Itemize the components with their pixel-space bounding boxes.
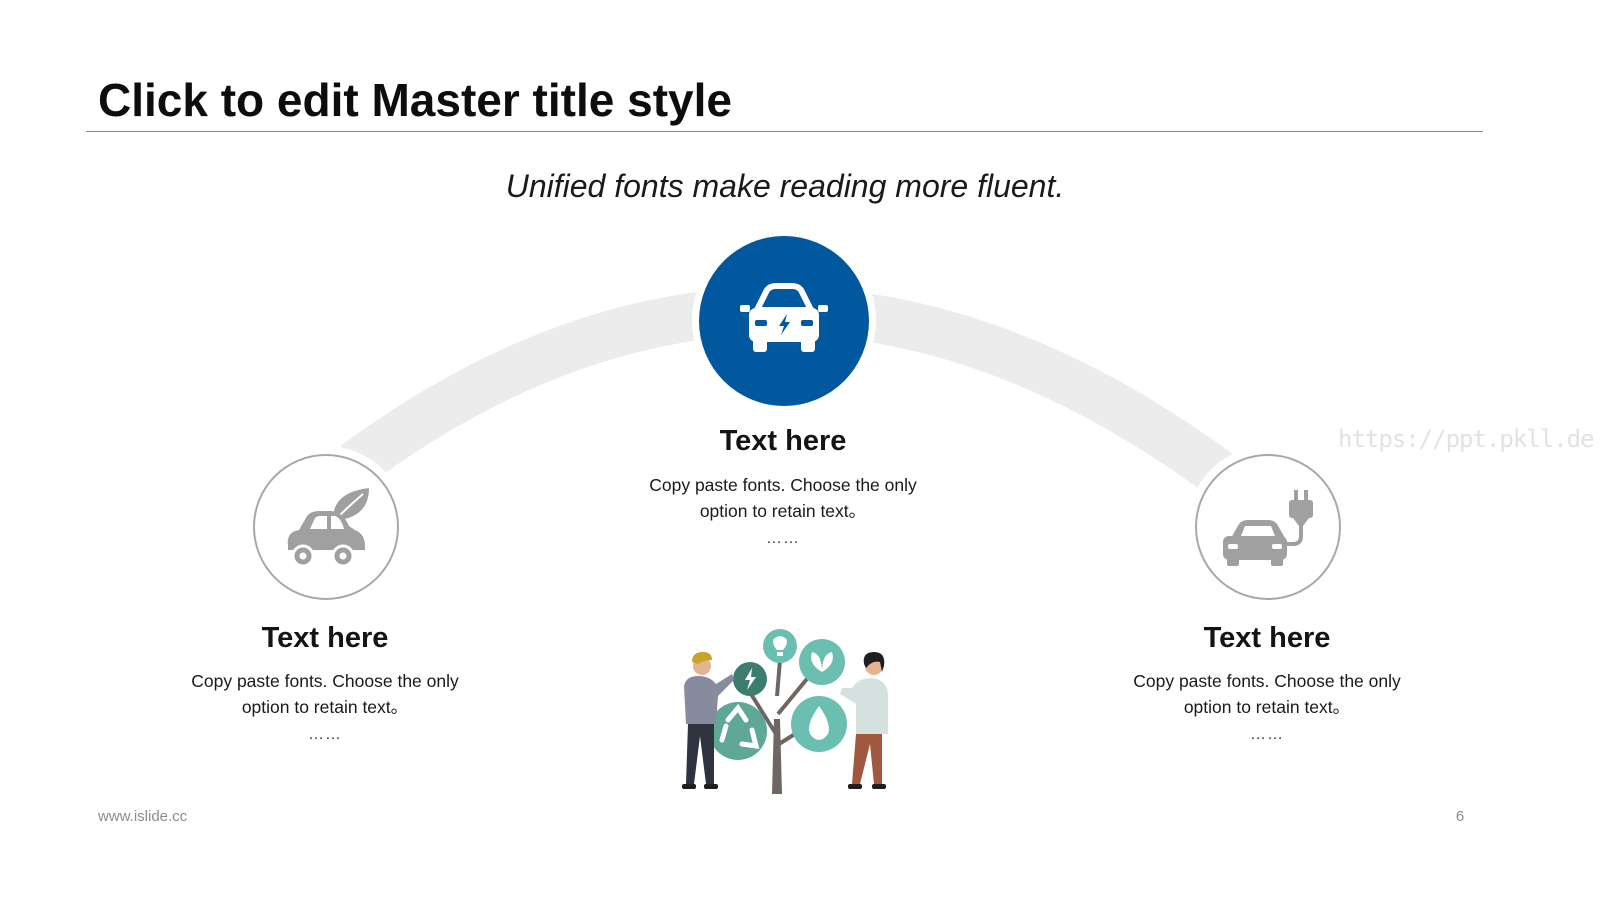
item-dots-right: …… [1250, 726, 1284, 743]
title-divider [86, 131, 1483, 132]
car-charging-plug-icon [1223, 490, 1313, 566]
item-body-left[interactable]: Copy paste fonts. Choose the only option… [191, 671, 459, 717]
plant-leaf-icon [799, 639, 845, 685]
item-body-center[interactable]: Copy paste fonts. Choose the only option… [649, 475, 917, 521]
eco-tree-illustration [682, 629, 888, 794]
item-dots-left: …… [308, 726, 342, 743]
electric-car-icon [740, 283, 828, 352]
left-circle [253, 454, 399, 600]
item-heading-left[interactable]: Text here [261, 622, 389, 654]
item-heading-right[interactable]: Text here [1203, 622, 1331, 654]
eco-car-leaf-icon [287, 488, 369, 568]
item-body-right[interactable]: Copy paste fonts. Choose the only option… [1133, 671, 1401, 717]
item-heading-center[interactable]: Text here [719, 425, 847, 457]
page-number: 6 [1455, 808, 1465, 825]
watermark-url: https://ppt.pkll.de [1338, 425, 1595, 453]
item-dots-center: …… [766, 530, 800, 547]
slide-subtitle[interactable]: Unified fonts make reading more fluent. [505, 168, 1065, 204]
slide-title[interactable]: Click to edit Master title style [98, 74, 732, 126]
right-circle [1195, 454, 1341, 600]
footer-website: www.islide.cc [98, 808, 188, 825]
center-circle [699, 236, 869, 406]
